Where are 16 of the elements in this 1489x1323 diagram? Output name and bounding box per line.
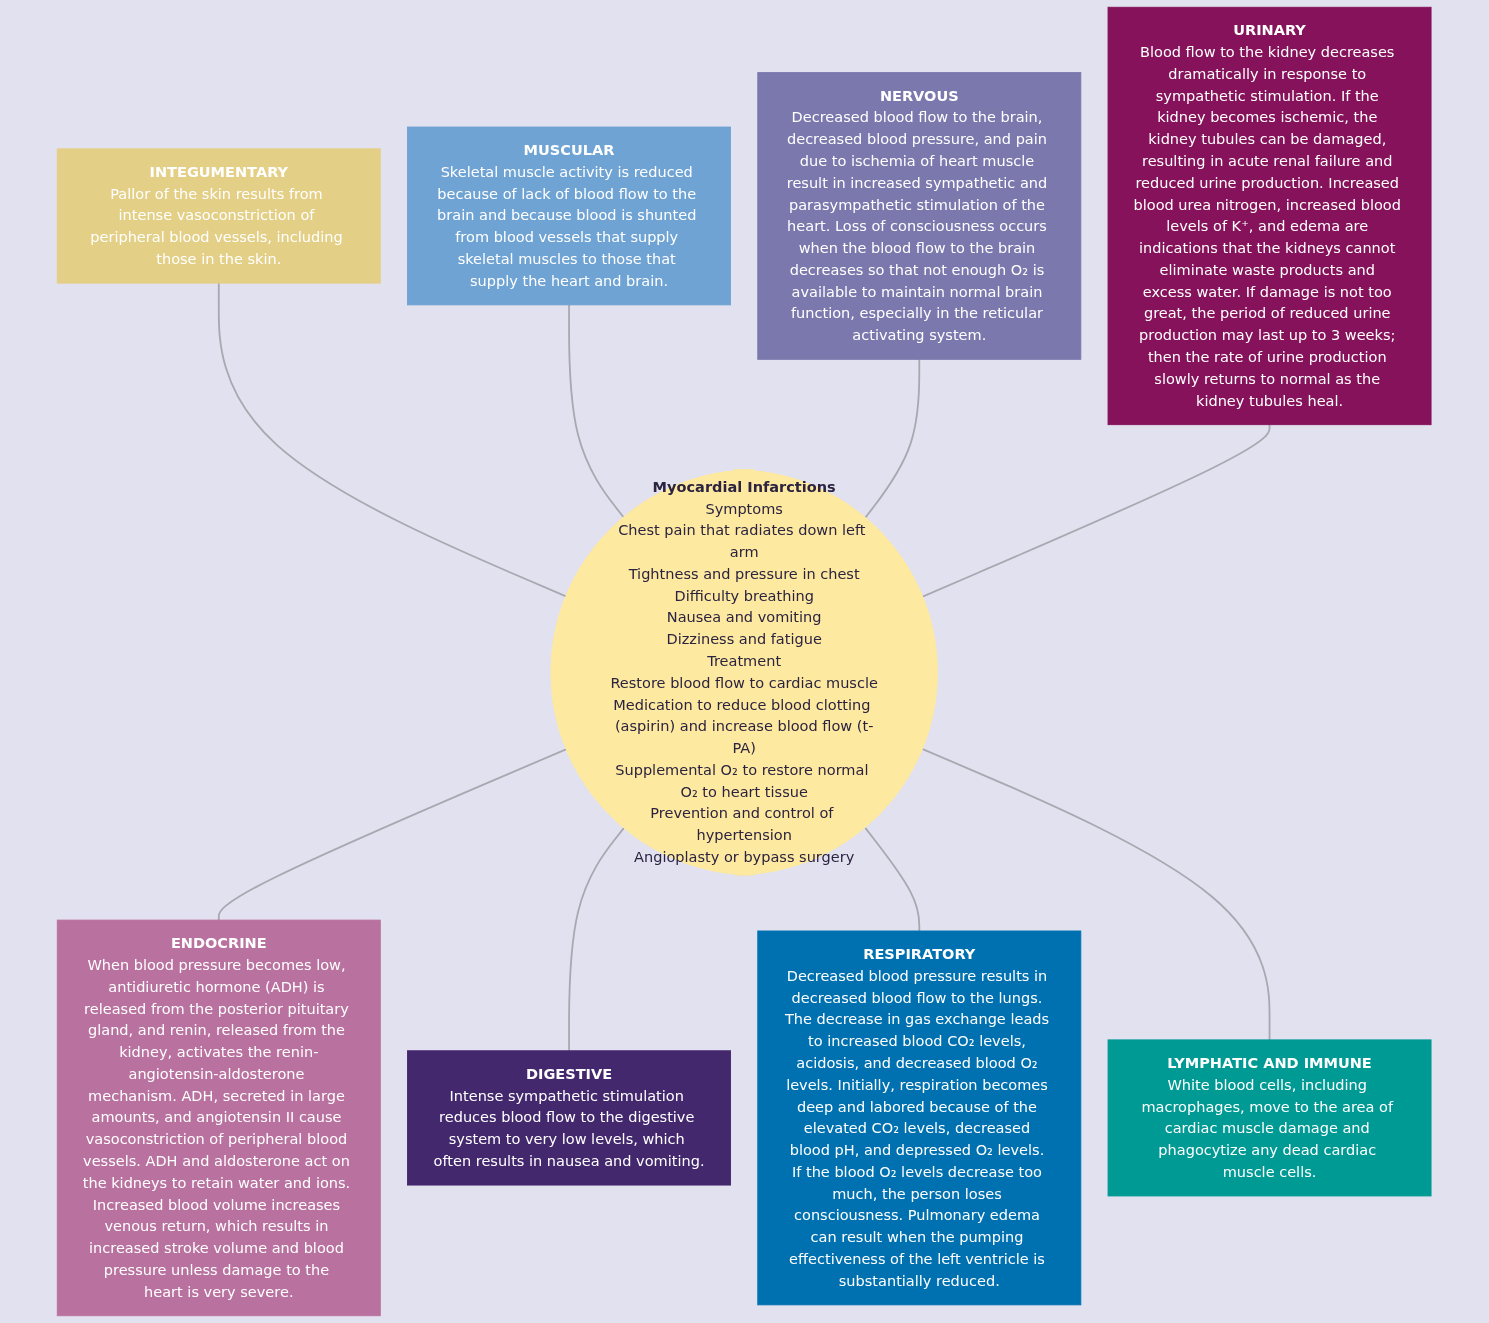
connector [864,826,921,932]
connector [568,304,626,519]
node-box: LYMPHATIC AND IMMUNE White blood cells, including macrophages, move to the area of cardiac muscle damage and phagocytize any dead cardiac muscle cells. [1107,1039,1432,1197]
connector [218,282,568,598]
connector [218,748,568,921]
node-box: NERVOUS Decreased blood flow to the brain, decreased blood pressure, and pain due to ischemia of heart muscle result in increased sympathetic and parasympathetic stimulation of the heart. Loss of consciousness occurs when the blood flow to the brain decreases so that not enough O₂ is available to maintain normal brain function, especially in the reticular activating system. [757,72,1082,360]
node-box: MUSCULAR Skeletal muscle activity is reduced because of lack of blood flow to the brain and because blood is shunted from blood vessels that supply skeletal muscles to those that supply the heart and brain. [407,126,732,306]
node-box: RESPIRATORY Decreased blood pressure results in decreased blood flow to the lungs. The decrease in gas exchange leads to increased blood CO₂ levels, acidosis, and decreased blood O₂ levels. Initially, respiration becomes deep and labored because of the elevated CO₂ levels, decreased blood pH, and depressed O₂ levels. If the blood O₂ levels decrease too much, the person loses consciousness. Pulmonary edema can result when the pumping effectiveness of the left ventricle is substantially reduced. [757,930,1082,1306]
connector [922,748,1271,1041]
node-box: ENDOCRINE When blood pressure becomes low, antidiuretic hormone (ADH) is released from the posterior pituitary gland, and renin, released from the kidney, activates the renin-angiotensin-aldosterone mechanism. ADH, secreted in large amounts, and angiotensin II cause vasoconstriction of peripheral blood vessels. ADH and aldosterone act on the kidneys to retain water and ions. Increased blood volume increases venous return, which results in increased stroke volume and blood pressure unless damage to the heart is very severe. [57,919,382,1317]
node-box: DIGESTIVE Intense sympathetic stimulation reduces blood flow to the digestive system to very low levels, which often results in nausea and vomiting. [407,1050,732,1186]
node-box: INTEGUMENTARY Pallor of the skin results from intense vasoconstriction of peripheral blood vessels, including those in the skin. [57,148,382,284]
node-box: URINARY Blood flow to the kidney decreases dramatically in response to sympathetic stimulation. If the kidney becomes ischemic, the kidney tubules can be damaged, resulting in acute renal failure and reduced urine production. Increased blood urea nitrogen, increased blood levels of K⁺, and edema are indications that the kidneys cannot eliminate waste products and excess water. If damage is not too great, the period of reduced urine production may last up to 3 weeks; then the rate of urine production slowly returns to normal as the kidney tubules heal. [1107,6,1432,426]
connector [922,423,1271,598]
connector [864,358,921,519]
connector [568,826,626,1052]
